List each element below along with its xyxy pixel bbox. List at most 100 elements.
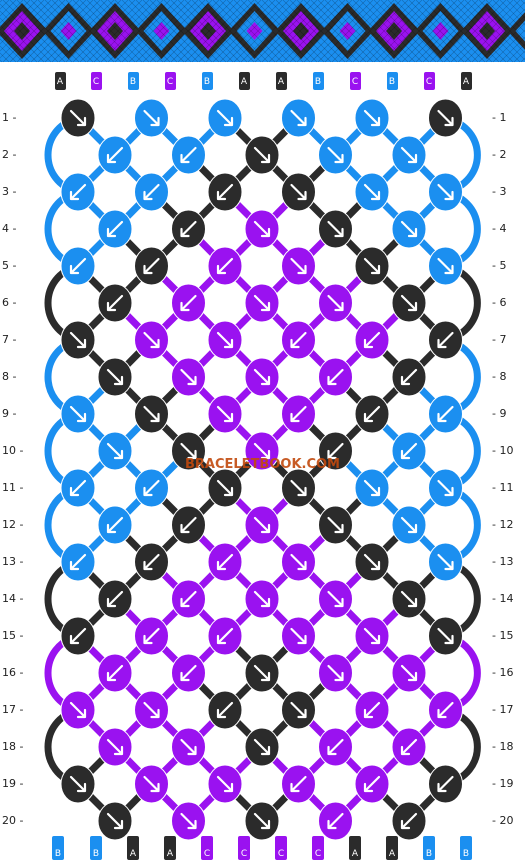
knot [428,98,463,138]
knot-arrow-icon [253,294,271,312]
knot [97,357,133,397]
header-hatch [149,0,213,63]
strand-bottom: C [275,836,287,860]
knot [60,468,96,508]
header-hatch [296,0,360,63]
strand-bottom: C [201,836,213,860]
knot [428,394,463,434]
knot [428,690,463,730]
knot [207,320,243,360]
strand-top-label: A [463,77,470,87]
knot-arrow-icon [143,405,160,423]
strand-bottom-label: C [315,849,321,859]
knot-arrow-icon [143,479,160,497]
knot-arrow-icon [69,183,87,201]
strand-top: C [91,72,102,90]
header-hatch [261,0,325,63]
header-hatch [114,0,178,63]
knot [391,505,427,545]
header-hatch [142,0,206,63]
header-hatch [135,0,199,63]
knot-arrow-icon [106,516,124,534]
header-hatch [240,0,304,63]
header-hatch [0,45,17,63]
header-hatch [415,0,479,63]
knot-arrow-icon [143,183,160,201]
strand-top: B [313,72,324,90]
header-hatch [100,0,164,63]
row-number-right: - 9 [492,407,507,420]
knot-arrow-icon [106,220,124,238]
header-hatch [128,0,192,63]
knot [97,505,133,545]
row-number-right: - 5 [492,259,507,272]
header-hatch [205,0,269,63]
knot [354,320,390,360]
knot-arrow-icon [69,331,87,349]
header-hatch [506,43,525,63]
strand-bottom-label: B [93,849,99,859]
header-hatch [23,0,87,63]
strand-bottom-label: C [204,849,210,859]
header-diamond-inner [432,22,449,40]
strand-bottom-tab [201,836,213,860]
knot-arrow-icon [290,553,307,571]
watermark: BRACELETBOOK.COM [185,457,340,472]
header-diamond-inner [246,22,263,40]
knot-arrow-icon [253,590,271,608]
row-number-left: 13 - [2,555,24,568]
knot-arrow-icon [253,146,271,164]
knot [281,320,316,360]
knot [171,135,206,175]
knot-arrow-icon [69,109,87,127]
strand-top-tab [313,72,324,90]
knot-arrow-icon [180,368,197,386]
strand-bottom-label: C [241,849,247,859]
row-number-left: 6 - [2,296,17,309]
header-hatch [275,0,339,63]
knot-arrow-icon [327,738,344,756]
knot [97,135,133,175]
knot-arrow-icon [363,183,381,201]
strand-top: A [276,72,287,90]
strand-top-tab [239,72,250,90]
header-hatch [387,0,451,63]
header-hatch [317,0,381,63]
knot [134,690,169,730]
knot-arrow-icon [180,812,197,830]
knot [281,172,316,212]
header-hatch [51,0,115,63]
knot [244,431,280,471]
header-diamond-inner [293,22,309,40]
header-hatch [436,0,500,63]
row-number-left: 14 - [2,592,24,605]
strand-bottom-tab [90,836,102,860]
header-hatch [2,0,66,63]
strand-bottom-label: B [55,849,61,859]
knot-arrow-icon [437,701,454,719]
knot-arrow-icon [290,479,307,497]
strand-bottom: B [460,836,472,860]
header-hatch [303,0,367,63]
knot-arrow-icon [180,738,197,756]
knot [134,98,169,138]
header-hatch [233,0,297,63]
knot-arrow-icon [180,442,197,460]
knot [318,653,353,693]
knot [391,209,427,249]
header-hatch [51,0,115,63]
knot-arrow-icon [106,738,124,756]
strand-bottom-tab [460,836,472,860]
header-hatch [401,0,465,63]
knot [171,505,206,545]
knot [391,579,427,619]
knot [97,579,133,619]
knot [428,172,463,212]
header-hatch [513,0,525,12]
header-hatch [135,0,199,63]
row-number-right: - 14 [492,592,514,605]
knot-arrow-icon [437,331,454,349]
header-hatch [0,0,31,31]
knot-arrow-icon [106,590,124,608]
knot-arrow-icon [216,257,234,275]
